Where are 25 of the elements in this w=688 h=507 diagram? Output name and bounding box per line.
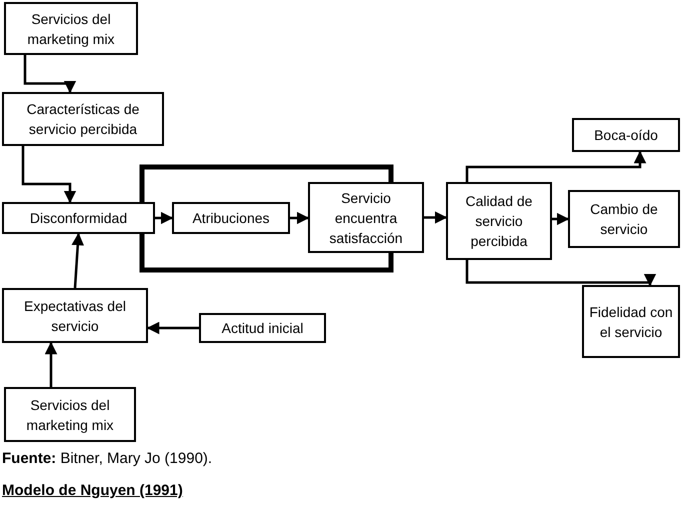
arrow <box>155 212 174 224</box>
process-box: Atribuciones <box>172 202 290 234</box>
process-box: Actitud inicial <box>199 313 326 343</box>
process-box: Fidelidad con el servicio <box>582 285 680 358</box>
process-box: Servicio encuentra satisfacción <box>308 182 424 253</box>
arrow <box>466 260 656 286</box>
section-heading: Modelo de Nguyen (1991) <box>2 482 183 499</box>
process-box: Cambio de servicio <box>568 190 680 248</box>
arrow <box>424 211 448 224</box>
process-box: Servicios del marketing mix <box>4 387 136 442</box>
process-box: Características de servicio percibida <box>2 92 164 146</box>
source-note: Fuente: Bitner, Mary Jo (1990). <box>2 450 212 467</box>
arrow <box>44 342 58 387</box>
process-box: Disconformidad <box>2 202 155 234</box>
arrow <box>22 146 76 204</box>
process-box: Calidad de servicio percibida <box>446 182 552 260</box>
process-box: Boca-oído <box>572 118 680 152</box>
arrow <box>146 322 199 334</box>
process-box: Expectativas del servicio <box>2 288 148 343</box>
arrow <box>24 55 76 94</box>
arrow <box>290 212 310 224</box>
arrow <box>72 232 84 288</box>
process-box: Servicios del marketing mix <box>4 2 138 55</box>
arrow <box>552 212 570 226</box>
arrow <box>466 150 646 182</box>
